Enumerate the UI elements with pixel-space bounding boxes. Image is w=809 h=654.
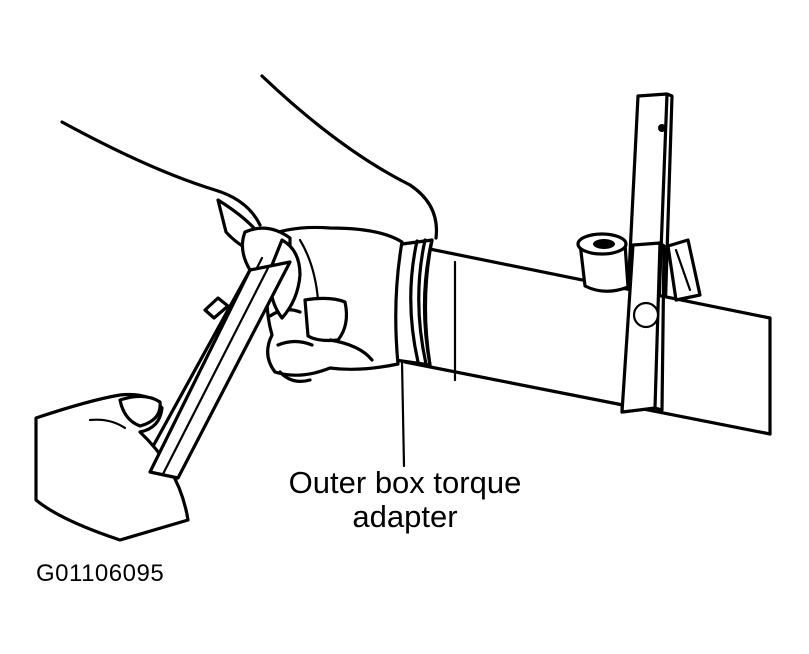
holding-bar-front xyxy=(620,241,666,414)
figure-id: G01106095 xyxy=(36,560,165,587)
upper-arm xyxy=(60,74,439,240)
bar-hole xyxy=(658,124,666,132)
thumb-nail xyxy=(303,296,349,343)
callout-leader xyxy=(400,360,406,468)
shaft-nut xyxy=(576,232,630,293)
lower-hand xyxy=(34,392,190,542)
torque-adapter xyxy=(384,238,434,367)
finger-nail xyxy=(118,394,162,428)
bar-bolt xyxy=(632,301,660,329)
callout-line-2: adapter xyxy=(352,499,458,534)
torque-wrench-front xyxy=(148,260,292,480)
bracket-plate xyxy=(666,238,702,302)
callout-line-1: Outer box torque xyxy=(288,465,522,500)
callout-label: Outer box torque adapter xyxy=(250,466,560,534)
